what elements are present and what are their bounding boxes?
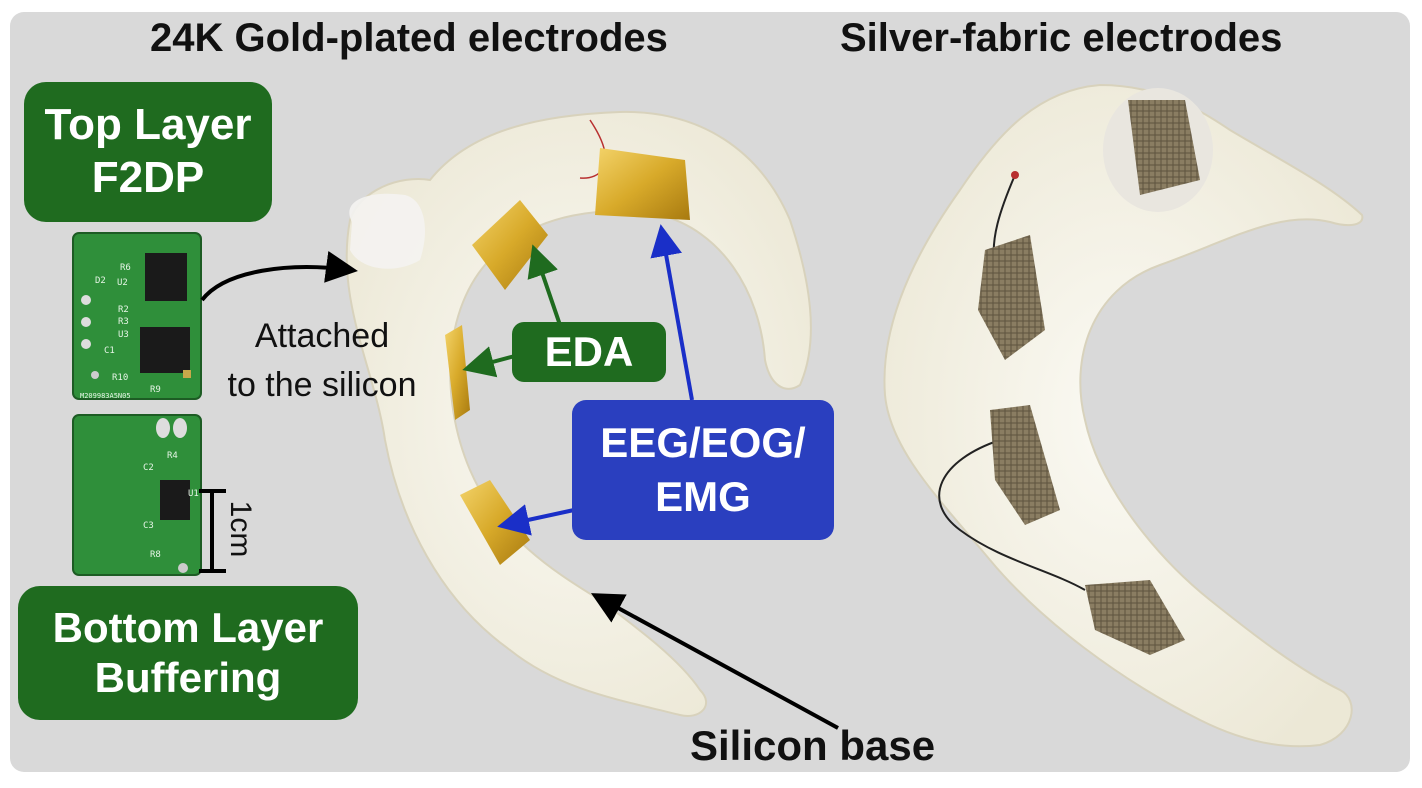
eda-arrow-lower [462,346,516,378]
bottom-pcb: R4 C2 U1 C3 R8 [72,414,202,576]
eda-label: EDA [512,322,666,382]
scale-label: 1cm [224,500,257,558]
eeg-line1: EEG/EOG/ [600,419,806,467]
pcb-bottom-label-3: C3 [143,521,154,531]
top-layer-line2: F2DP [91,153,205,202]
pcb-top-label-2: D2 [95,276,106,286]
bottom-layer-line2: Buffering [94,654,282,701]
pcb-top-label-6: C1 [104,346,115,356]
attached-text: Attached to the silicon [206,312,438,411]
pcb-top-label-8: R9 [150,385,161,395]
eeg-arrow-upper [650,224,694,401]
pcb-top-label-3: R2 [118,305,129,315]
pcb-top-label-7: R10 [112,373,128,383]
pcb-top-label-4: R3 [118,317,129,327]
pcb-top-label-1: U2 [117,278,128,288]
scale-bar [199,489,226,573]
eeg-label: EEG/EOG/ EMG [572,400,834,540]
pcb-top-label-0: R6 [120,263,131,273]
eeg-arrow-lower [497,504,575,536]
silicon-base-arrow [590,593,839,730]
attached-line2: to the silicon [227,366,417,405]
gold-electrodes [445,148,690,565]
eda-arrow-upper [527,244,562,326]
pcb-bottom-label-1: C2 [143,463,154,473]
bottom-layer-line1: Bottom Layer [52,603,324,651]
fabric-electrodes [978,88,1213,655]
pcb-bottom-label-0: R4 [167,451,178,461]
pcb-top-marking: M209983A5N05 [80,392,131,400]
silver-electrodes-title: Silver-fabric electrodes [840,16,1283,60]
eeg-line2: EMG [655,473,751,520]
attach-arrow [200,250,358,302]
top-layer-label: Top Layer F2DP [24,82,272,222]
pcb-bottom-label-4: R8 [150,550,161,560]
attached-line1: Attached [254,317,390,355]
bottom-layer-label: Bottom Layer Buffering [18,586,358,720]
top-layer-line1: Top Layer [44,100,252,150]
gold-electrodes-title: 24K Gold-plated electrodes [150,16,668,60]
pcb-bottom-label-2: U1 [188,489,199,499]
pcb-top-label-5: U3 [118,330,129,340]
top-pcb: R6 U2 D2 R2 R3 U3 C1 R10 R9 M209983A5N05 [72,232,202,400]
silicon-base-label: Silicon base [690,722,936,769]
